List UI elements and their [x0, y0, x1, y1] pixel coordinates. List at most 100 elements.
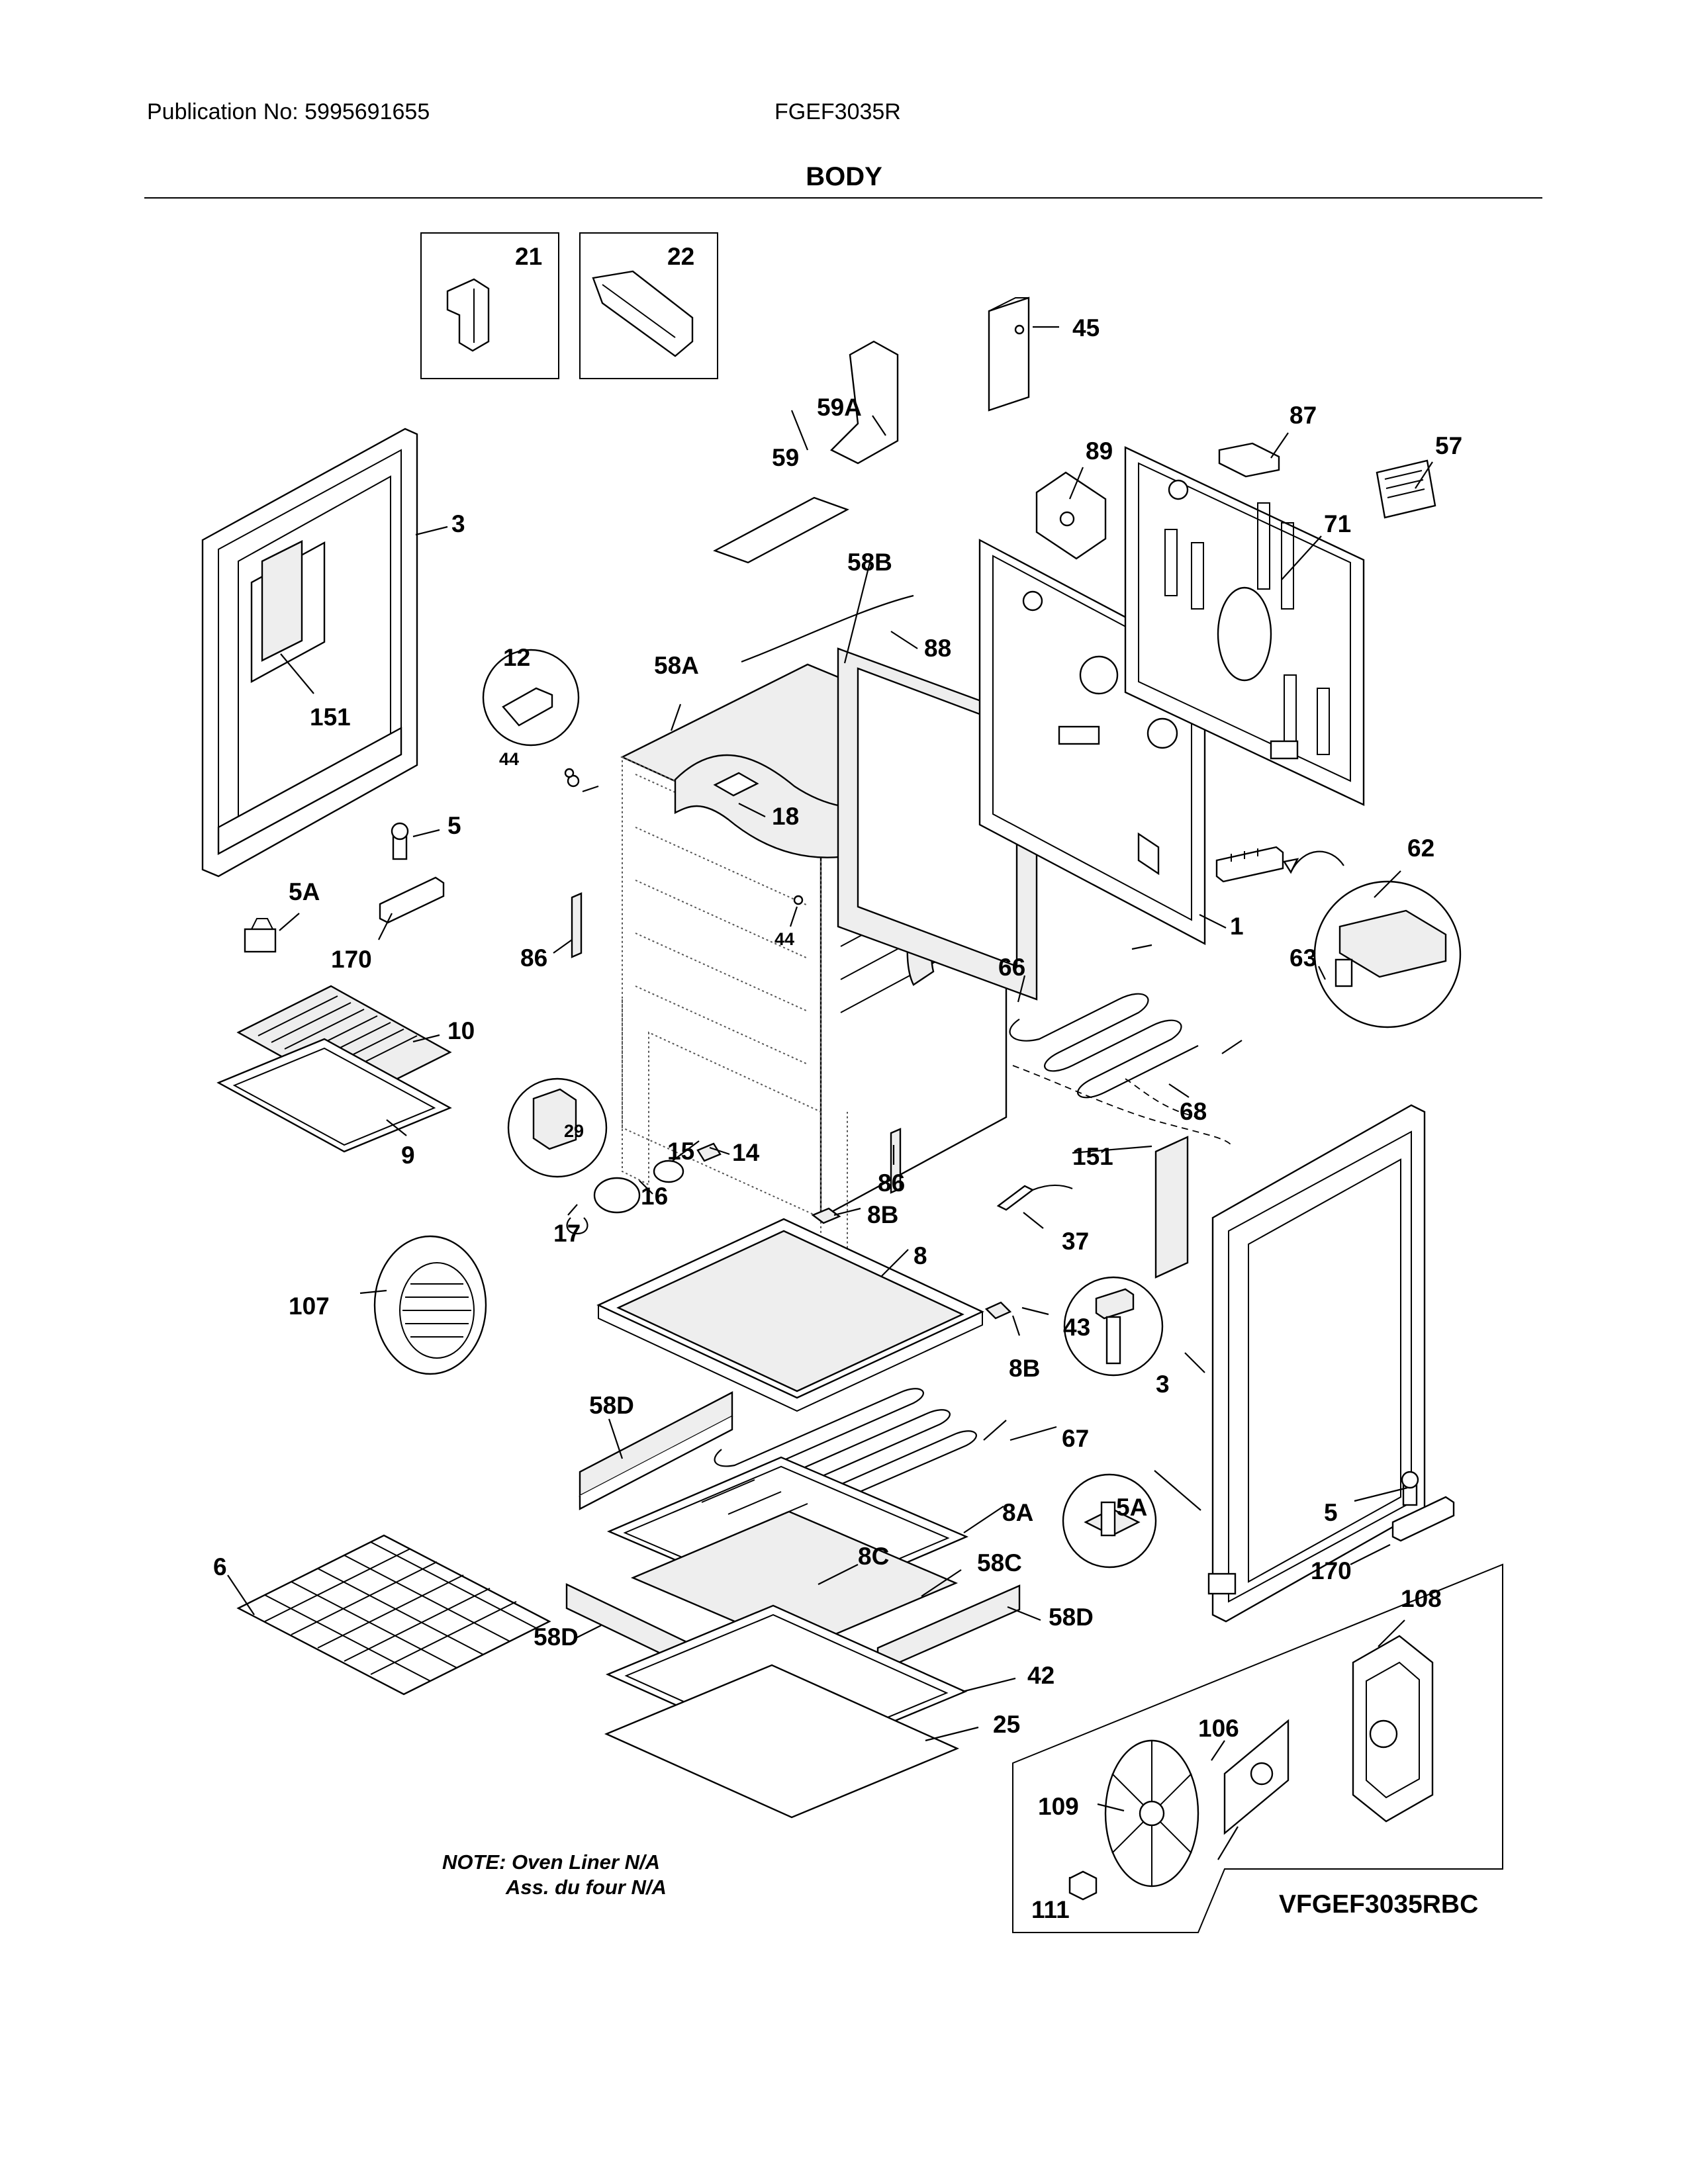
wire-harness-68[interactable]	[1012, 1065, 1232, 1146]
callout-58D-right: 58D	[1049, 1604, 1094, 1631]
callout-42: 42	[1027, 1662, 1055, 1689]
terminal-block-62[interactable]	[1215, 846, 1344, 883]
callout-6: 6	[213, 1553, 227, 1580]
vent-duct-59A[interactable]	[829, 340, 899, 465]
callout-8B-top: 8B	[867, 1201, 898, 1228]
note-oven-liner-fr: Ass. du four N/A	[506, 1876, 667, 1899]
lamp-socket-detail-29[interactable]	[507, 1077, 608, 1178]
side-panel-right[interactable]	[1211, 1104, 1426, 1623]
callout-66: 66	[998, 954, 1025, 981]
hinge-receiver-left[interactable]	[379, 876, 445, 924]
callout-29: 29	[564, 1121, 584, 1141]
callout-14: 14	[732, 1139, 760, 1166]
header-divider	[144, 197, 1542, 199]
callout-59: 59	[772, 444, 799, 471]
callout-87: 87	[1289, 402, 1317, 429]
bake-element-67[interactable]	[714, 1388, 1007, 1513]
callout-57: 57	[1435, 432, 1462, 459]
vent-cover-57[interactable]	[1376, 459, 1436, 519]
leader-lines	[227, 326, 1433, 1890]
callout-58A: 58A	[654, 652, 699, 679]
callout-170-right: 170	[1311, 1557, 1352, 1584]
callout-107: 107	[289, 1293, 330, 1320]
rack-support-86-left[interactable]	[571, 892, 583, 958]
pedestal-bracket-left[interactable]	[244, 918, 277, 953]
bottom-panel-25[interactable]	[604, 1664, 960, 1819]
side-panel-left[interactable]	[201, 428, 418, 878]
rack-support-151-left[interactable]	[261, 540, 303, 662]
light-bulb-15[interactable]	[653, 1160, 684, 1183]
lens-wire-clip-17[interactable]	[566, 1217, 588, 1235]
callout-86-left: 86	[520, 944, 547, 972]
bracket-18[interactable]	[713, 772, 759, 797]
callout-67: 67	[1062, 1425, 1089, 1452]
callout-109: 109	[1038, 1793, 1079, 1820]
meat-probe-receptacle-12[interactable]	[482, 649, 599, 793]
lamp-socket-14[interactable]	[696, 1142, 722, 1162]
fan-blade-109[interactable]	[1104, 1739, 1199, 1888]
screw-detail-43[interactable]	[1063, 1276, 1164, 1377]
fan-nut-111[interactable]	[1068, 1870, 1098, 1901]
callout-3-left: 3	[451, 510, 465, 537]
callout-8C: 8C	[858, 1543, 889, 1570]
inset-part-22[interactable]	[579, 232, 718, 379]
light-lens-16[interactable]	[593, 1177, 641, 1214]
oven-bottom-8[interactable]	[596, 1218, 984, 1412]
convection-fan-cover-107[interactable]	[373, 1235, 487, 1375]
pedestal-bracket-right[interactable]	[1207, 1572, 1237, 1595]
callout-22: 22	[667, 243, 694, 270]
callout-15: 15	[667, 1138, 694, 1165]
vent-duct-45[interactable]	[988, 296, 1030, 412]
bracket-89[interactable]	[1035, 471, 1107, 560]
clip-8B-bottom[interactable]	[984, 1301, 1012, 1320]
screw-44-top[interactable]	[564, 768, 575, 778]
callout-1: 1	[1230, 913, 1244, 940]
callout-37: 37	[1062, 1228, 1089, 1255]
callout-43: 43	[1063, 1314, 1090, 1341]
insulation-58D-top[interactable]	[579, 1391, 733, 1510]
fan-bracket-106[interactable]	[1217, 1719, 1289, 1860]
callout-58D-left: 58D	[534, 1623, 579, 1651]
fan-motor-108[interactable]	[1352, 1635, 1434, 1823]
wire-88[interactable]	[741, 594, 914, 663]
cavity-frame-lower[interactable]	[622, 999, 848, 1272]
callout-68: 68	[1180, 1098, 1207, 1125]
callout-10: 10	[447, 1017, 475, 1044]
pedestal-detail-5A-right[interactable]	[1062, 1473, 1157, 1569]
callout-63: 63	[1289, 944, 1317, 972]
convection-kit-inset	[1012, 1563, 1503, 1933]
callout-5-left: 5	[447, 812, 461, 839]
rack-support-151-right[interactable]	[1154, 1136, 1189, 1279]
callout-3-right: 3	[1156, 1371, 1170, 1398]
callout-5A-right: 5A	[1116, 1494, 1147, 1521]
inset-part-21[interactable]	[420, 232, 559, 379]
sensor-37[interactable]	[996, 1184, 1073, 1211]
callout-8: 8	[914, 1242, 927, 1269]
callout-62: 62	[1407, 835, 1434, 862]
hinge-receiver-right[interactable]	[1391, 1496, 1455, 1542]
leveling-leg-left[interactable]	[391, 822, 409, 860]
callout-16: 16	[641, 1183, 668, 1210]
clip-8B-top[interactable]	[811, 1207, 841, 1224]
cover-plate-87[interactable]	[1218, 442, 1280, 478]
terminal-block-detail[interactable]	[1313, 880, 1462, 1028]
screw-44-mid[interactable]	[793, 895, 804, 905]
oven-rack-6[interactable]	[236, 1534, 551, 1696]
back-cover-71[interactable]	[1124, 446, 1365, 806]
callout-12: 12	[503, 644, 530, 671]
callout-88: 88	[924, 635, 951, 662]
callout-9: 9	[401, 1142, 415, 1169]
publication-number: Publication No: 5995691655	[147, 99, 430, 124]
callout-111: 111	[1031, 1896, 1070, 1923]
vent-duct-59[interactable]	[713, 496, 849, 564]
broil-element-66[interactable]	[1009, 944, 1243, 1099]
callout-86-right: 86	[878, 1169, 905, 1197]
callout-151-left: 151	[310, 704, 351, 731]
callout-8A: 8A	[1002, 1499, 1033, 1526]
callout-45: 45	[1072, 314, 1100, 341]
callout-59A: 59A	[817, 394, 862, 421]
model-number: FGEF3035R	[774, 99, 901, 124]
callout-labels: 21 22 45 59A 59 89 87 57 71 3 58B 88 12 …	[213, 243, 1462, 1923]
callout-58C: 58C	[977, 1549, 1022, 1576]
callout-170-left: 170	[331, 946, 372, 973]
